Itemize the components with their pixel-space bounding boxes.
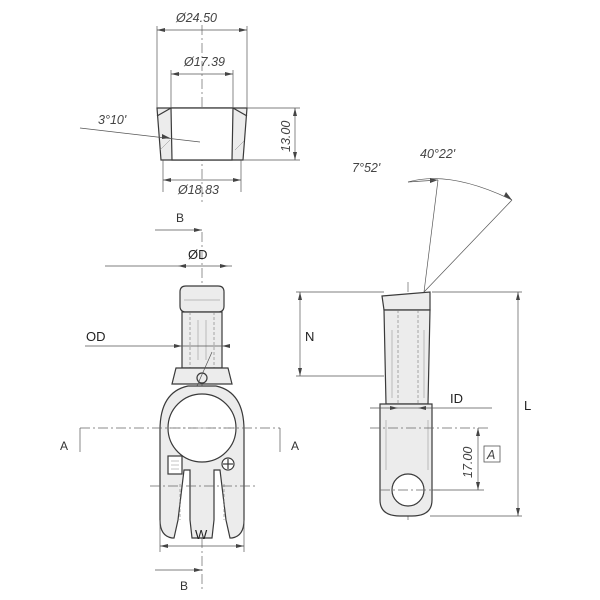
section-b-top: B [176,211,184,225]
dim-id: ID [450,391,463,406]
dim-d: ØD [188,247,208,262]
side-shank [383,309,431,405]
front-shank [181,311,223,369]
datum-label: A [486,448,495,462]
dim-l: L [524,398,531,413]
angle-small: 7°52' [352,161,381,175]
dim-w: W [195,527,208,542]
front-collar [171,367,233,385]
dim-outer-diameter: Ø24.50 [175,11,217,25]
front-rivet [196,372,208,384]
ring-chamfer-right [232,107,248,117]
dim-offset: 17.00 [461,447,475,478]
ring-chamfer-left [156,107,172,117]
front-view-yoke: B B ØD OD [60,211,299,593]
ring-bore [170,107,234,161]
dim-n: N [305,329,314,344]
section-a-left: A [60,439,68,453]
top-view-ring: Ø24.50 Ø17.39 Ø18.83 3°10' 13.00 [79,11,300,205]
dim-inner-bottom-diameter: Ø18.83 [177,183,219,197]
dim-ring-height: 13.00 [279,121,293,152]
angle-large: 40°22' [420,147,456,161]
dim-inner-top-diameter: Ø17.39 [183,55,225,69]
front-head [179,285,225,313]
side-view: 7°52' 40°22' N ID L 17.00 A [296,147,531,520]
side-head [381,291,431,311]
datum-box [483,445,501,463]
section-b-bottom: B [180,579,188,593]
dim-od: OD [86,329,106,344]
dim-chamfer-angle: 3°10' [98,113,127,127]
section-a-right: A [291,439,299,453]
